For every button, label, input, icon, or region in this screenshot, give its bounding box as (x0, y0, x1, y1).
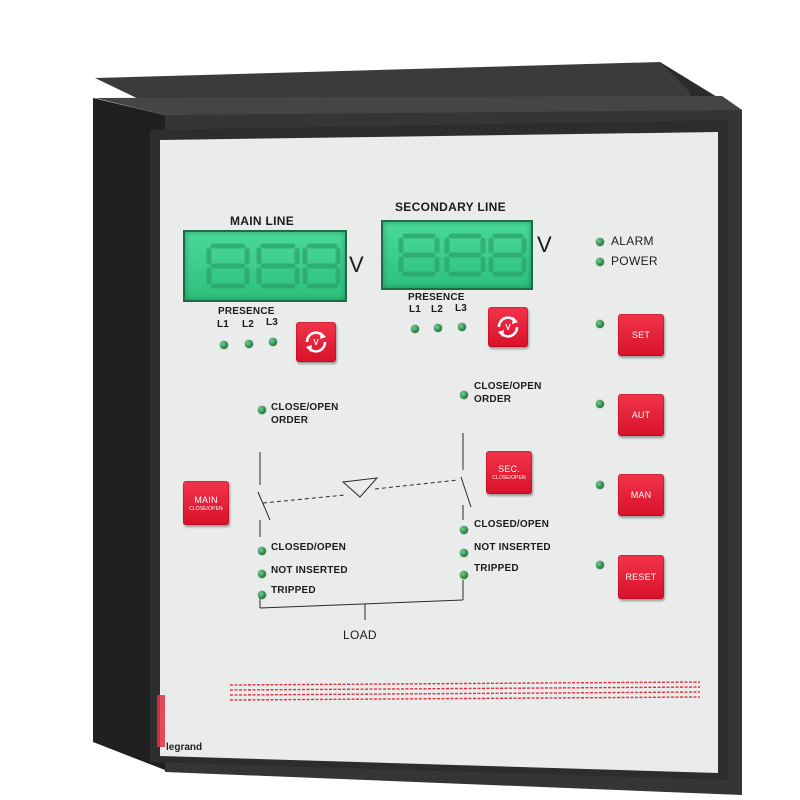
secondary-line-title: SECONDARY LINE (395, 200, 506, 214)
aut-button[interactable]: AUT (618, 394, 664, 436)
brand-logo: legrand (166, 742, 203, 753)
main-status-tripped: TRIPPED (271, 585, 316, 596)
man-button[interactable]: MAN (618, 474, 664, 516)
secondary-close-open-button-sublabel: CLOSE/OPEN (492, 475, 526, 481)
main-order-line2: ORDER (271, 415, 309, 426)
secondary-presence-label: PRESENCE (408, 292, 465, 303)
secondary-l2-presence-led (434, 324, 442, 332)
secondary-tripped-led (460, 571, 468, 579)
main-phase-l2-label: L2 (242, 319, 255, 330)
set-led (596, 320, 604, 328)
reset-button-label: RESET (625, 572, 657, 582)
main-order-line1: CLOSE/OPEN (271, 402, 339, 413)
man-led (596, 481, 604, 489)
secondary-phase-l3-label: L3 (455, 303, 468, 314)
man-button-label: MAN (630, 490, 652, 500)
secondary-phase-l1-label: L1 (409, 304, 422, 315)
aut-led (596, 400, 604, 408)
main-tripped-led (258, 591, 266, 599)
main-status-closed-open: CLOSED/OPEN (271, 542, 346, 553)
secondary-closed-open-led (460, 526, 468, 534)
main-not-inserted-led (258, 570, 266, 578)
main-presence-label: PRESENCE (218, 306, 275, 317)
cycle-icon: V (497, 316, 519, 338)
secondary-voltage-cycle-button[interactable]: V (488, 307, 528, 347)
main-line-title: MAIN LINE (230, 214, 295, 228)
main-close-open-button-label: MAIN (194, 494, 218, 505)
main-l3-presence-led (269, 338, 277, 346)
power-label: POWER (611, 254, 658, 268)
secondary-close-open-button[interactable]: SEC. CLOSE/OPEN (486, 451, 532, 494)
set-button[interactable]: SET (618, 314, 664, 356)
main-close-open-button[interactable]: MAIN CLOSE/OPEN (183, 481, 229, 525)
secondary-phase-l2-label: L2 (431, 304, 444, 315)
secondary-line-unit: V (537, 232, 552, 257)
secondary-order-line2: ORDER (474, 394, 512, 405)
svg-text:V: V (313, 338, 319, 347)
aut-button-label: AUT (631, 410, 651, 420)
power-led (596, 258, 604, 266)
main-closed-open-led (258, 547, 266, 555)
svg-text:V: V (505, 323, 511, 332)
secondary-status-tripped: TRIPPED (474, 563, 519, 574)
secondary-status-closed-open: CLOSED/OPEN (474, 519, 549, 530)
secondary-l3-presence-led (458, 323, 466, 331)
reset-led (596, 561, 604, 569)
secondary-line-voltage-display (381, 220, 533, 290)
secondary-status-not-inserted: NOT INSERTED (474, 542, 551, 553)
main-l2-presence-led (245, 340, 253, 348)
main-close-open-button-sublabel: CLOSE/OPEN (189, 505, 223, 512)
secondary-close-open-button-label: SEC. (498, 464, 520, 474)
load-label: LOAD (343, 628, 377, 642)
secondary-not-inserted-led (460, 549, 468, 557)
reset-button[interactable]: RESET (618, 555, 664, 599)
main-line-digits (206, 243, 341, 289)
main-status-not-inserted: NOT INSERTED (271, 565, 348, 576)
main-line-voltage-display (183, 230, 347, 302)
secondary-l1-presence-led (411, 325, 419, 333)
alarm-label: ALARM (611, 234, 654, 248)
alarm-led (596, 238, 604, 246)
cycle-icon: V (305, 331, 327, 353)
main-phase-l3-label: L3 (266, 317, 279, 328)
main-voltage-cycle-button[interactable]: V (296, 322, 336, 362)
main-l1-presence-led (220, 341, 228, 349)
secondary-order-led (460, 391, 468, 399)
main-line-unit: V (349, 252, 364, 277)
secondary-order-line1: CLOSE/OPEN (474, 381, 542, 392)
main-order-led (258, 406, 266, 414)
main-phase-l1-label: L1 (217, 319, 230, 330)
set-button-label: SET (631, 330, 651, 340)
secondary-line-digits (398, 233, 527, 277)
